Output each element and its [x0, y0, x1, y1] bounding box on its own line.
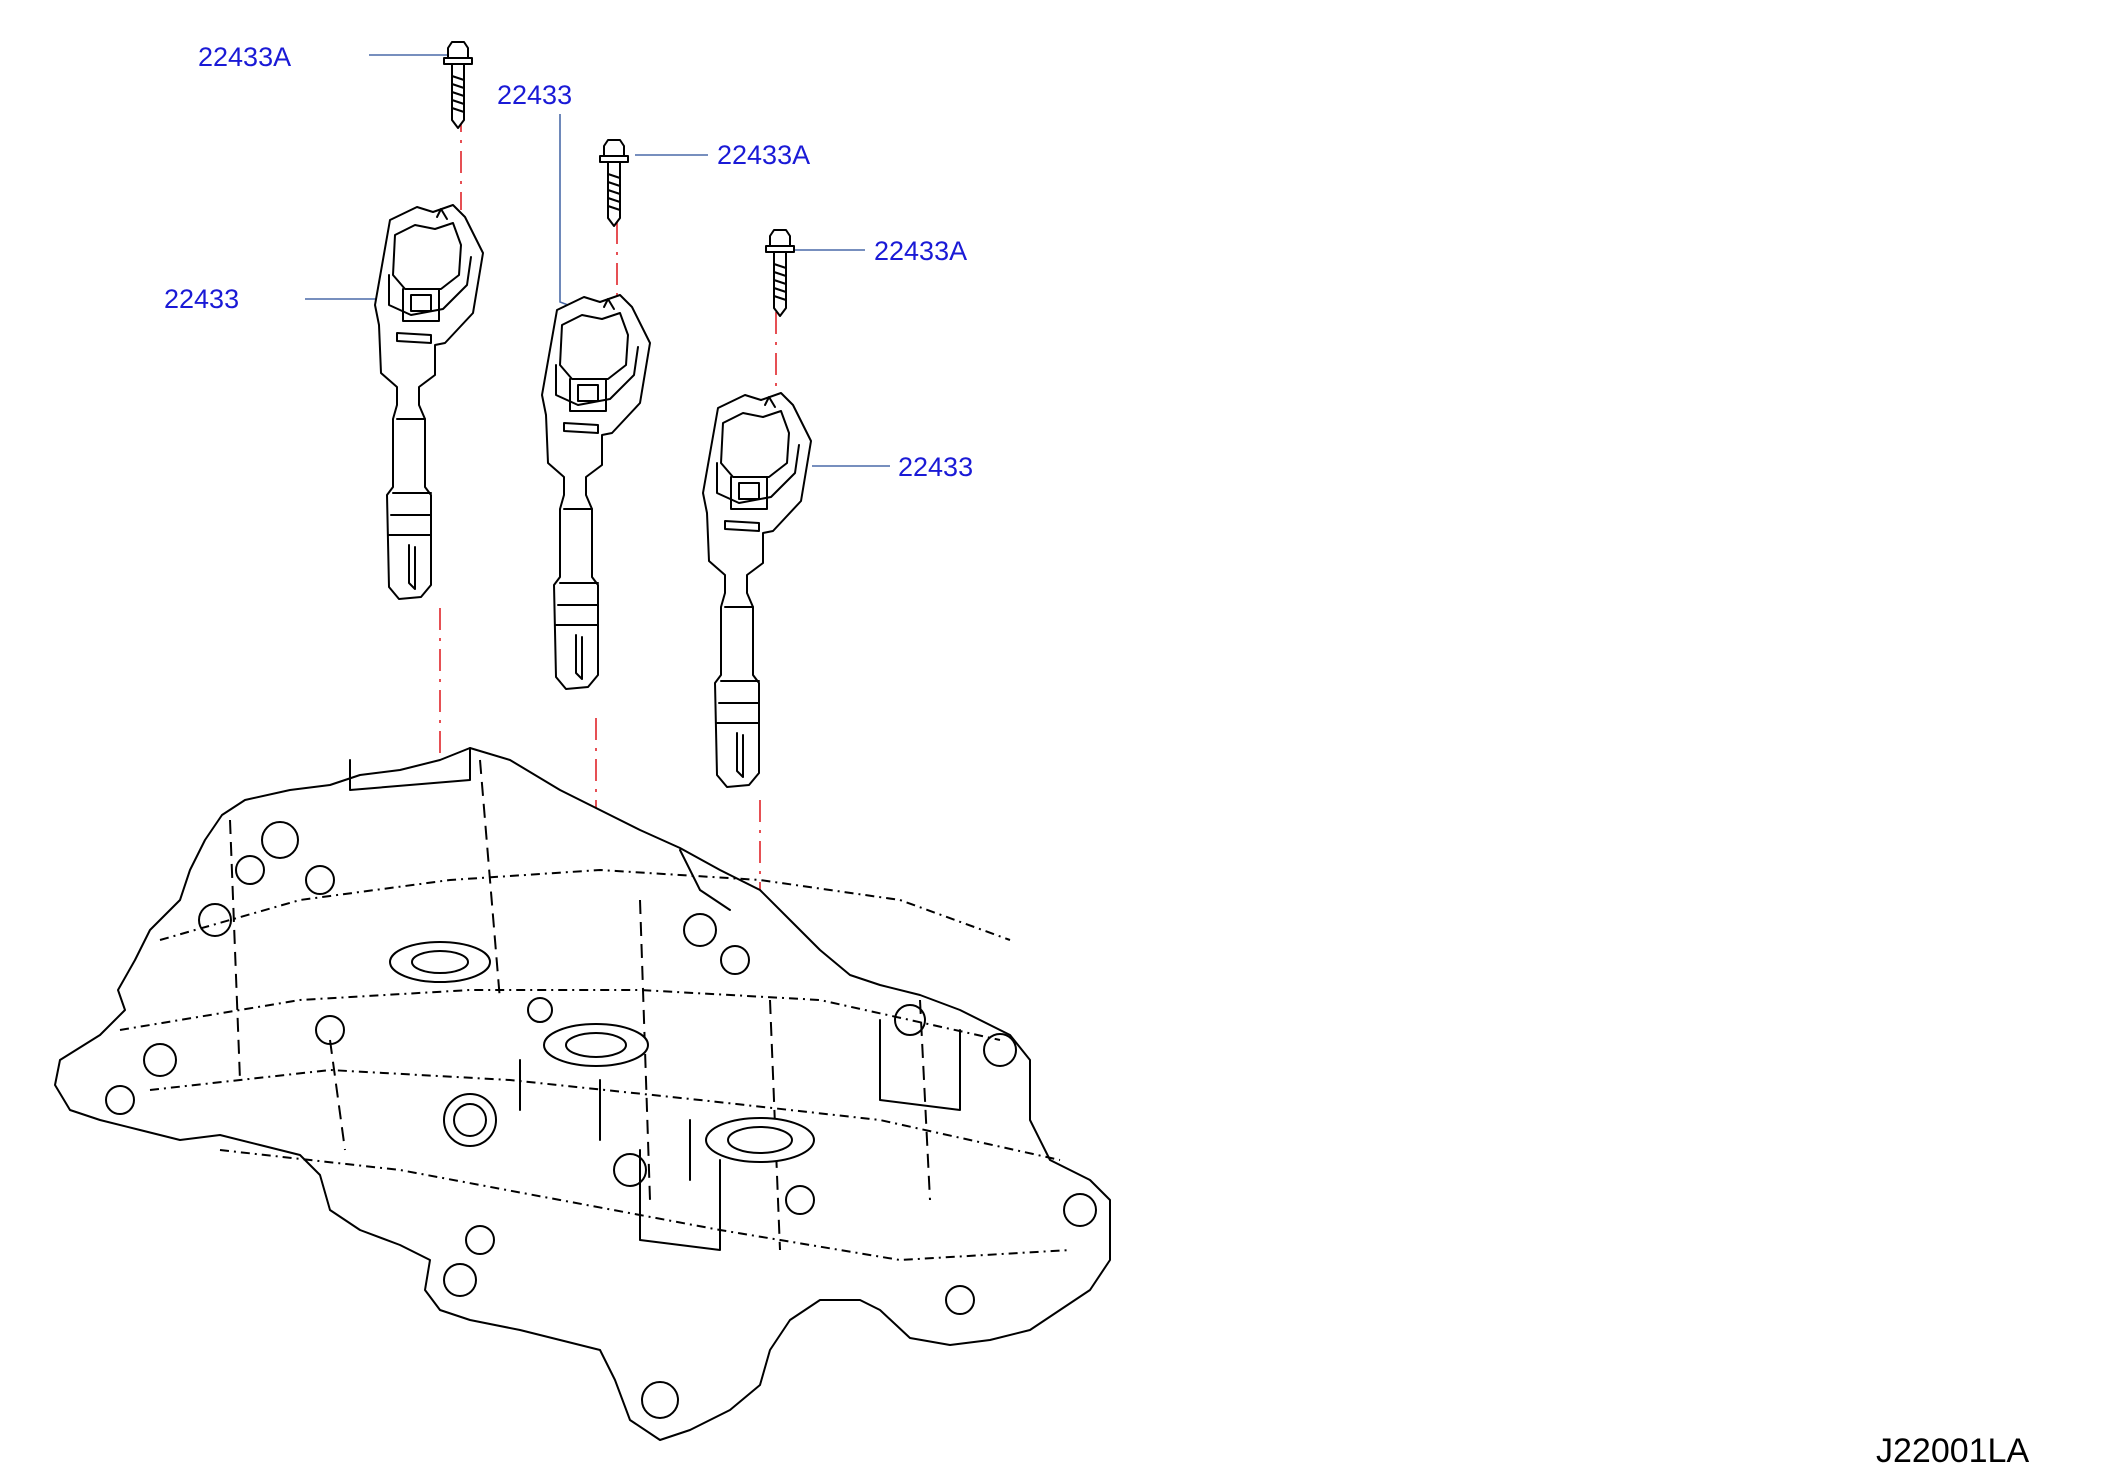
bolt-part-1: [443, 41, 473, 129]
callout-bolt-3: 22433A: [874, 236, 967, 266]
ignition-coil-right: [702, 392, 812, 788]
callout-labels: 22433A 22433 22433A 22433A 22433 22433: [164, 42, 973, 482]
callout-coil-middle: 22433: [497, 80, 572, 110]
ignition-coil-left: [374, 204, 484, 600]
bolt-part-3: [765, 229, 795, 317]
callout-bolt-1: 22433A: [198, 42, 291, 72]
callout-bolt-2: 22433A: [717, 140, 810, 170]
callout-coil-right: 22433: [898, 452, 973, 482]
cylinder-head: [54, 747, 1111, 1441]
ignition-coil-middle: [541, 294, 651, 690]
figure-id: J22001LA: [1876, 1432, 2029, 1470]
bolt-part-2: [599, 139, 629, 227]
callout-coil-left: 22433: [164, 284, 239, 314]
